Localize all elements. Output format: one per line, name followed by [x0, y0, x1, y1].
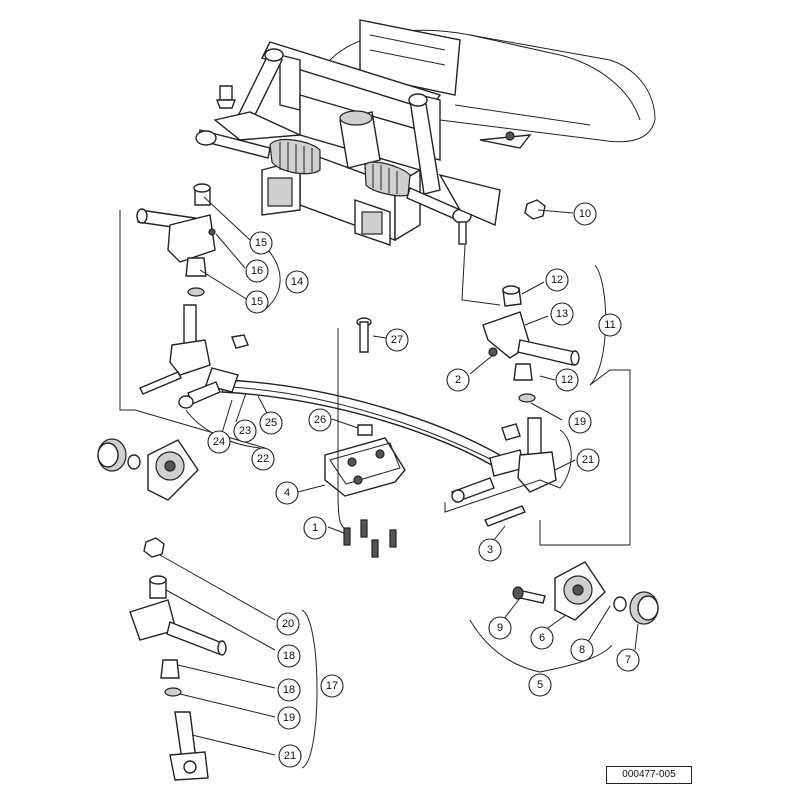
- callout-23-label: 23: [239, 425, 251, 437]
- callout-18-bottom: 18: [277, 678, 301, 702]
- callout-23: 23: [233, 419, 257, 443]
- callout-3: 3: [478, 538, 502, 562]
- callout-18-bottom-label: 18: [283, 684, 295, 696]
- callout-22-label: 22: [257, 453, 269, 465]
- callout-27-label: 27: [391, 334, 403, 346]
- leaf-spring: [178, 317, 525, 558]
- callout-15-bottom-label: 15: [251, 296, 263, 308]
- callout-12-bottom-label: 12: [561, 374, 573, 386]
- callout-12-top: 12: [545, 268, 569, 292]
- callout-26: 26: [308, 408, 332, 432]
- callout-9-label: 9: [497, 622, 503, 634]
- callout-11: 11: [598, 313, 622, 337]
- callout-16: 16: [245, 259, 269, 283]
- callout-14-label: 14: [291, 276, 303, 288]
- callout-17: 17: [320, 674, 344, 698]
- right-hub-assembly: [512, 561, 659, 625]
- callout-17-label: 17: [326, 680, 338, 692]
- callout-13: 13: [550, 302, 574, 326]
- callout-20: 20: [276, 612, 300, 636]
- callout-5-label: 5: [537, 679, 543, 691]
- callout-24-label: 24: [213, 436, 225, 448]
- callout-22: 22: [251, 447, 275, 471]
- callout-15-top-label: 15: [255, 237, 267, 249]
- callout-4: 4: [275, 481, 299, 505]
- callout-4-label: 4: [284, 487, 290, 499]
- callout-3-label: 3: [487, 544, 493, 556]
- callout-2: 2: [446, 368, 470, 392]
- callout-24: 24: [207, 430, 231, 454]
- callout-15-top: 15: [249, 231, 273, 255]
- callout-6: 6: [530, 626, 554, 650]
- callout-11-label: 11: [604, 319, 615, 331]
- vehicle-frame: [195, 19, 656, 246]
- callout-25-label: 25: [265, 417, 277, 429]
- callout-19-right-label: 19: [574, 416, 586, 428]
- callout-21-lower-label: 21: [284, 750, 296, 762]
- lower-spindle-assembly: [129, 537, 227, 781]
- callout-8-label: 8: [579, 644, 585, 656]
- callout-8: 8: [570, 638, 594, 662]
- callout-6-label: 6: [539, 632, 545, 644]
- callout-21-right-label: 21: [582, 454, 594, 466]
- callout-9: 9: [488, 616, 512, 640]
- callout-5: 5: [528, 673, 552, 697]
- callout-7: 7: [616, 648, 640, 672]
- callout-13-label: 13: [556, 308, 568, 320]
- callout-7-label: 7: [625, 654, 631, 666]
- right-spindle-assembly: [482, 285, 580, 527]
- callout-26-label: 26: [314, 414, 326, 426]
- callout-12-top-label: 12: [551, 274, 563, 286]
- callout-2-label: 2: [455, 374, 461, 386]
- callout-16-label: 16: [251, 265, 263, 277]
- callout-1: 1: [303, 516, 327, 540]
- callout-10-label: 10: [579, 208, 591, 220]
- callout-21-right: 21: [576, 448, 600, 472]
- callout-19-right: 19: [568, 410, 592, 434]
- callout-18-top: 18: [277, 644, 301, 668]
- callout-18-top-label: 18: [283, 650, 295, 662]
- callout-21-lower: 21: [278, 744, 302, 768]
- callout-19-lower: 19: [277, 706, 301, 730]
- callout-10: 10: [573, 202, 597, 226]
- figure-reference-code: 000477-005: [606, 766, 692, 784]
- callout-19-lower-label: 19: [283, 712, 295, 724]
- callout-14: 14: [285, 270, 309, 294]
- callout-1-label: 1: [312, 522, 318, 534]
- left-hub-assembly: [97, 438, 199, 501]
- callout-25: 25: [259, 411, 283, 435]
- left-spindle-assembly: [136, 183, 249, 395]
- callout-20-label: 20: [282, 618, 294, 630]
- callout-15-bottom: 15: [245, 290, 269, 314]
- callout-12-bottom: 12: [555, 368, 579, 392]
- callout-27: 27: [385, 328, 409, 352]
